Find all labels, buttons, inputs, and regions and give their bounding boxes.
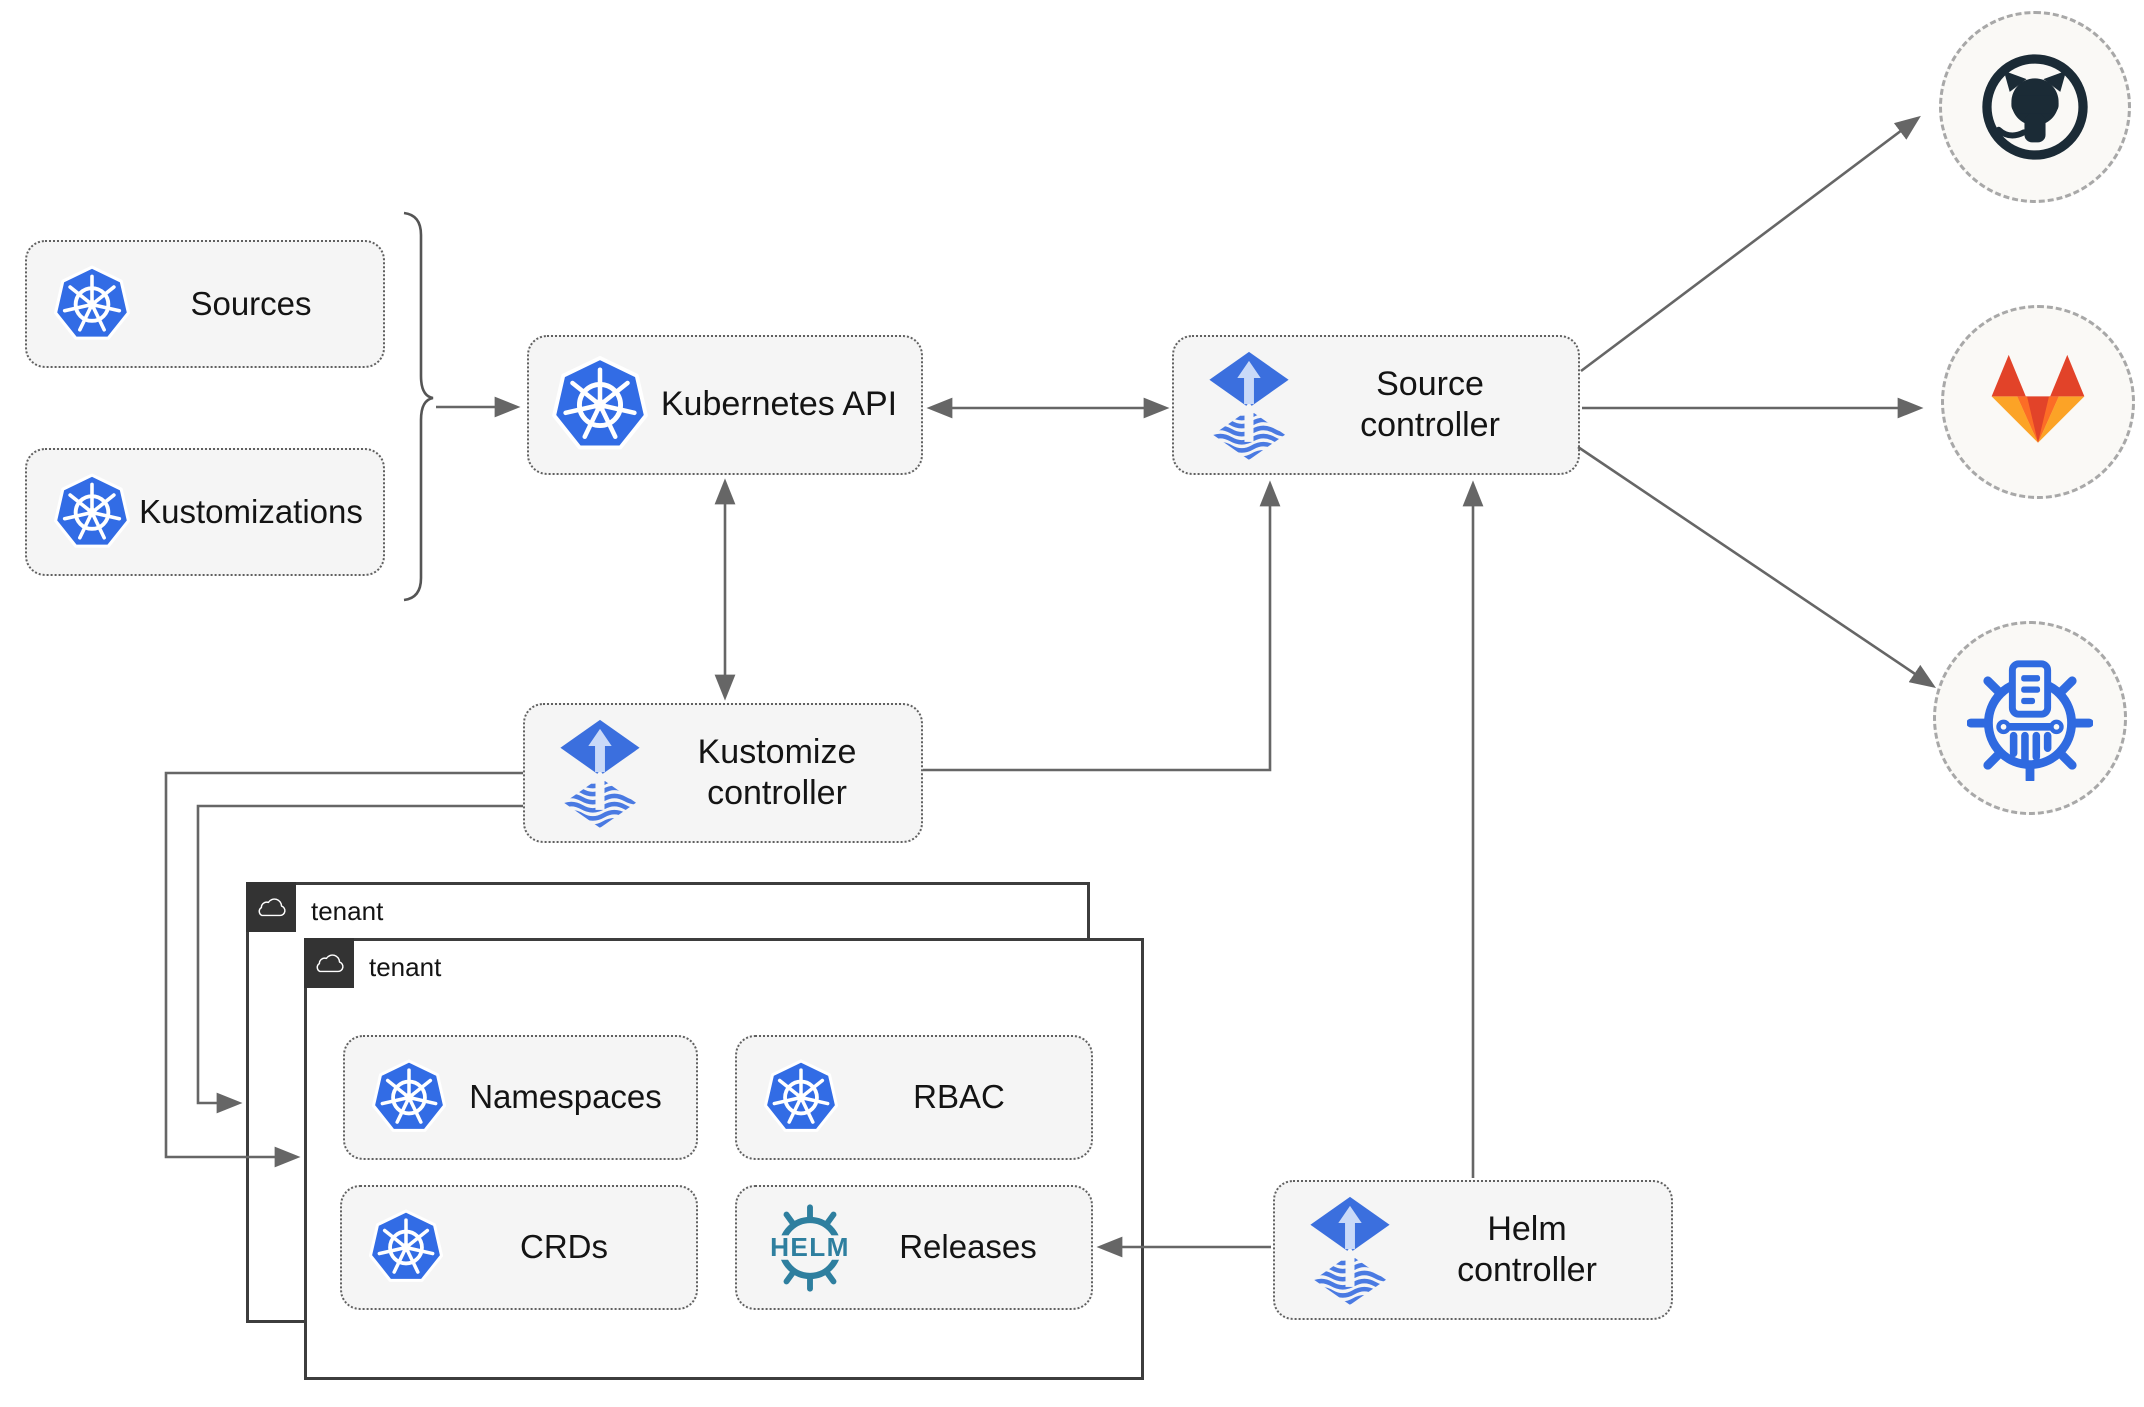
cloud-icon: [254, 895, 288, 920]
cloud-tab: [304, 938, 354, 988]
node-kubernetes-api: Kubernetes API: [527, 335, 923, 475]
kubernetes-icon: [371, 1058, 447, 1137]
node-kustomize-controller: Kustomize controller: [523, 703, 923, 843]
helm-wordmark: HELM: [770, 1232, 850, 1262]
cloud-icon: [312, 951, 346, 976]
node-rbac: RBAC: [735, 1035, 1093, 1160]
github-icon: [1976, 48, 2094, 166]
helm-icon: HELM: [763, 1201, 857, 1295]
endpoint-github: [1939, 11, 2131, 203]
node-label: Releases: [899, 1228, 1037, 1266]
node-label: Sources: [190, 284, 312, 322]
endpoint-registry: [1933, 621, 2127, 815]
tenant-label: tenant: [369, 952, 442, 982]
node-namespaces: Namespaces: [343, 1035, 698, 1160]
flux-icon: [1305, 1195, 1395, 1305]
node-label: Helm controller: [1457, 1209, 1597, 1289]
container-registry-wheel-icon: [1967, 655, 2093, 781]
node-sources: Sources: [25, 240, 385, 368]
flux-icon: [1204, 350, 1294, 460]
node-helm-controller: Helm controller: [1273, 1180, 1673, 1320]
node-crds: CRDs: [340, 1185, 698, 1310]
kubernetes-icon: [53, 472, 131, 553]
node-label: Kustomizations: [139, 492, 363, 530]
node-label: Source controller: [1360, 364, 1500, 444]
node-label: CRDs: [520, 1228, 608, 1266]
flux-icon: [555, 718, 645, 828]
node-source-controller: Source controller: [1172, 335, 1580, 475]
cloud-tab: [246, 882, 296, 932]
tenant-label: tenant: [311, 896, 384, 926]
edge-source-registry: [1577, 445, 1937, 689]
kubernetes-icon: [763, 1058, 839, 1137]
gitlab-icon: [1977, 350, 2099, 455]
kubernetes-icon: [551, 354, 649, 456]
brace-sources-group: [403, 211, 434, 602]
node-label: Kustomize controller: [697, 732, 857, 812]
edge-source-github: [1580, 115, 1921, 373]
endpoint-gitlab: [1941, 305, 2135, 499]
edge-kustomize-source: [923, 480, 1281, 772]
kubernetes-icon: [368, 1208, 444, 1287]
node-releases: HELM Releases: [735, 1185, 1093, 1310]
node-kustomizations: Kustomizations: [25, 448, 385, 576]
node-label: Kubernetes API: [660, 385, 898, 424]
node-label: RBAC: [913, 1078, 1005, 1116]
node-label: Namespaces: [469, 1078, 662, 1116]
kubernetes-icon: [53, 264, 131, 345]
